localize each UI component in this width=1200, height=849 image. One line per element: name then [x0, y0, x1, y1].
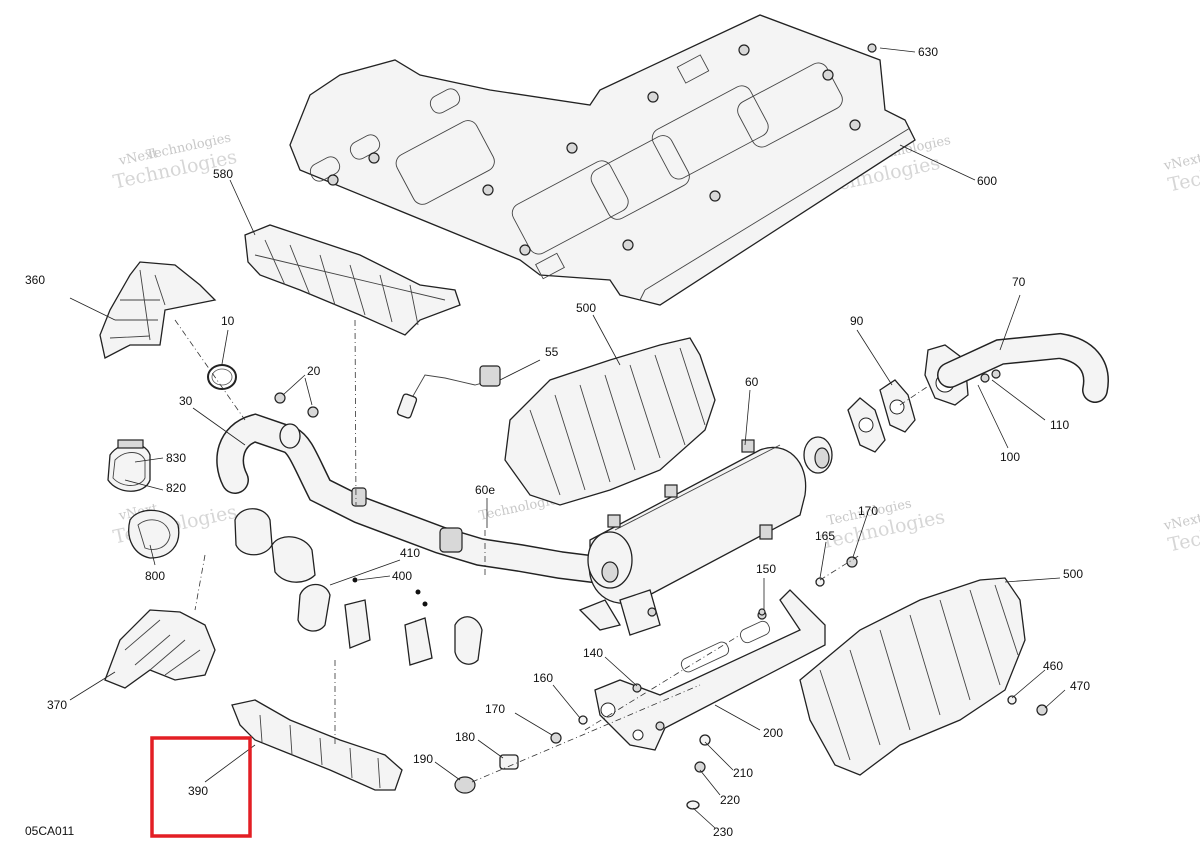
callout-210: 210	[733, 766, 753, 780]
callout-200: 200	[763, 726, 783, 740]
small-hardware	[454, 556, 1048, 810]
callout-180: 180	[455, 730, 475, 744]
assembly-lines	[174, 319, 931, 783]
muffler-heat-shield-500-upper	[504, 337, 716, 506]
callout-460: 460	[1043, 659, 1063, 673]
callout-360: 360	[25, 273, 45, 287]
o-ring-10	[207, 364, 237, 390]
heat-shield-580	[244, 224, 461, 336]
skid-plate-fasteners	[327, 44, 861, 256]
muffler-60	[578, 439, 807, 636]
callout-70: 70	[1012, 275, 1026, 289]
callout-170-upper: 170	[858, 504, 878, 518]
callout-30: 30	[179, 394, 193, 408]
gaskets-90	[847, 379, 916, 453]
callout-100: 100	[1000, 450, 1020, 464]
callout-190: 190	[413, 752, 433, 766]
watermark: Technologies Technologies	[819, 496, 947, 553]
diagram-code: 05CA011	[25, 824, 74, 838]
pipe-coupler	[803, 436, 833, 474]
svg-text:vNext: vNext	[1162, 511, 1200, 534]
callout-410: 410	[400, 546, 420, 560]
callout-580: 580	[213, 167, 233, 181]
callout-500-lower: 500	[1063, 567, 1083, 581]
svg-text:vNext: vNext	[1162, 151, 1200, 174]
callout-110: 110	[1050, 418, 1069, 432]
callout-820: 820	[166, 481, 186, 495]
callout-370: 370	[47, 698, 67, 712]
brackets-400	[344, 577, 433, 666]
muffler-heat-shield-500-lower	[799, 577, 1026, 776]
callout-90: 90	[850, 314, 864, 328]
callout-60: 60	[745, 375, 759, 389]
callout-800: 800	[145, 569, 165, 583]
oxygen-sensor-55	[396, 365, 501, 419]
callout-630: 630	[918, 45, 938, 59]
callout-10: 10	[221, 314, 235, 328]
skid-plate-600	[289, 14, 916, 306]
callout-400: 400	[392, 569, 412, 583]
heat-shield-360	[99, 261, 217, 359]
watermark: vNext Technologies Technologies	[111, 131, 239, 194]
callout-830: 830	[166, 451, 186, 465]
callout-150: 150	[756, 562, 776, 576]
clamp-800	[128, 509, 180, 559]
watermark: vNext Technologies	[1162, 509, 1200, 557]
leader-lines	[69, 47, 1066, 829]
callout-140: 140	[583, 646, 603, 660]
callout-170-lower: 170	[485, 702, 505, 716]
callout-60e: 60e	[475, 483, 495, 497]
nuts-20	[274, 392, 319, 418]
callout-390: 390	[188, 784, 208, 798]
callout-220: 220	[720, 793, 740, 807]
clamp-830-820	[107, 439, 151, 492]
bolt-630	[867, 43, 877, 53]
tail-pipe-70	[924, 332, 1109, 406]
callout-230: 230	[713, 825, 733, 839]
heat-shield-390	[231, 699, 403, 791]
callout-55: 55	[545, 345, 559, 359]
callout-labels: 630 580 600 360 10 20 30 55 500 60 90 70…	[25, 45, 1090, 839]
mount-bracket-200	[594, 589, 826, 751]
callout-600: 600	[977, 174, 997, 188]
heat-shield-370	[104, 609, 216, 689]
callout-165: 165	[815, 529, 835, 543]
callout-500-upper: 500	[576, 301, 596, 315]
callout-470: 470	[1070, 679, 1090, 693]
highlight-box	[150, 736, 252, 838]
callout-20: 20	[307, 364, 321, 378]
exhaust-pipe-30	[216, 413, 614, 584]
exhaust-clamps	[234, 508, 483, 665]
watermark: vNext Technologies	[1162, 149, 1200, 197]
callout-160: 160	[533, 671, 553, 685]
